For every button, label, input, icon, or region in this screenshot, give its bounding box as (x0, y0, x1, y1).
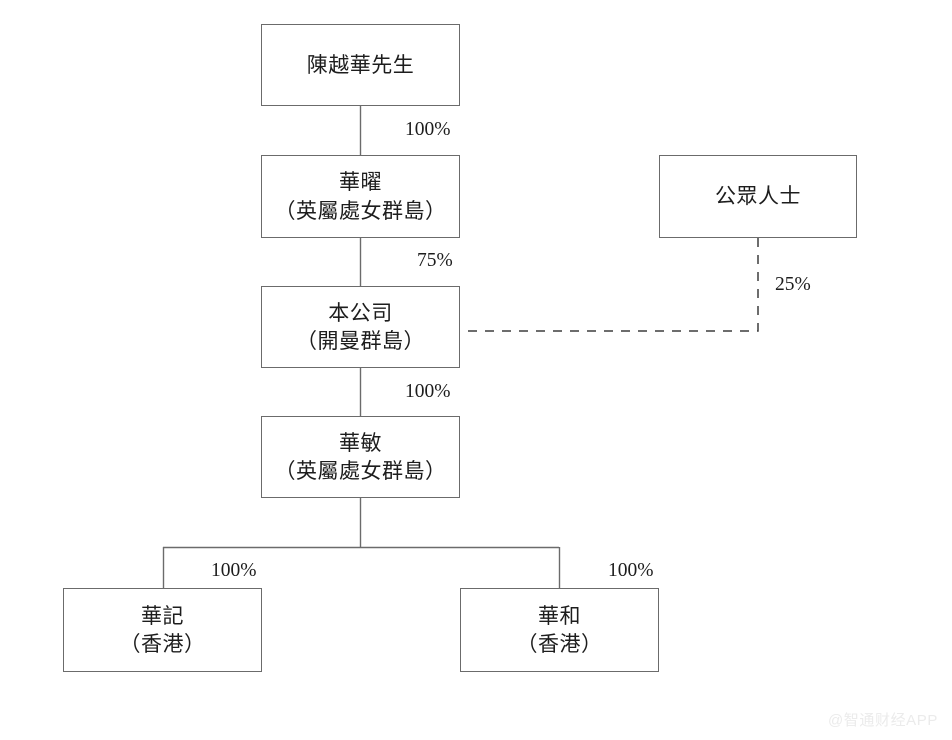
node-the-company-cayman[interactable]: 本公司 （開曼群島） (261, 286, 460, 368)
node-label-sub: （英屬處女群島） (274, 459, 447, 483)
node-label-main: 陳越華先生 (306, 52, 415, 77)
node-label-main: 華記 (141, 603, 184, 628)
edge-label-huayao-company: 75% (417, 250, 453, 271)
edge-label-public-company: 25% (775, 274, 811, 295)
node-huaji-hongkong[interactable]: 華記 （香港） (63, 588, 262, 672)
watermark-label: @智通财经APP (827, 712, 938, 729)
node-huamin-bvi[interactable]: 華敏 （英屬處女群島） (261, 416, 460, 498)
node-chen-yuehua[interactable]: 陳越華先生 (261, 24, 460, 106)
node-huahe-hongkong[interactable]: 華和 （香港） (460, 588, 659, 672)
node-label-main: 公眾人士 (715, 184, 801, 209)
edge-label-company-huamin: 100% (405, 381, 451, 402)
node-label-sub: （開曼群島） (296, 329, 425, 353)
edge-label-huamin-huaji: 100% (211, 560, 257, 581)
edge-label-chen-huayao: 100% (405, 119, 451, 140)
node-label-sub: （英屬處女群島） (274, 198, 447, 223)
node-public-shareholders[interactable]: 公眾人士 (659, 155, 857, 238)
edge-label-huamin-huahe: 100% (608, 560, 654, 581)
node-label-main: 華曜 (339, 170, 382, 195)
node-label-sub: （香港） (119, 632, 206, 656)
node-huayao-bvi[interactable]: 華曜 （英屬處女群島） (261, 155, 460, 238)
connector-public-company (460, 238, 759, 332)
node-label-main: 華和 (538, 603, 581, 628)
node-label-sub: （香港） (516, 632, 603, 656)
node-label-main: 本公司 (328, 300, 393, 325)
node-label-main: 華敏 (339, 430, 382, 455)
